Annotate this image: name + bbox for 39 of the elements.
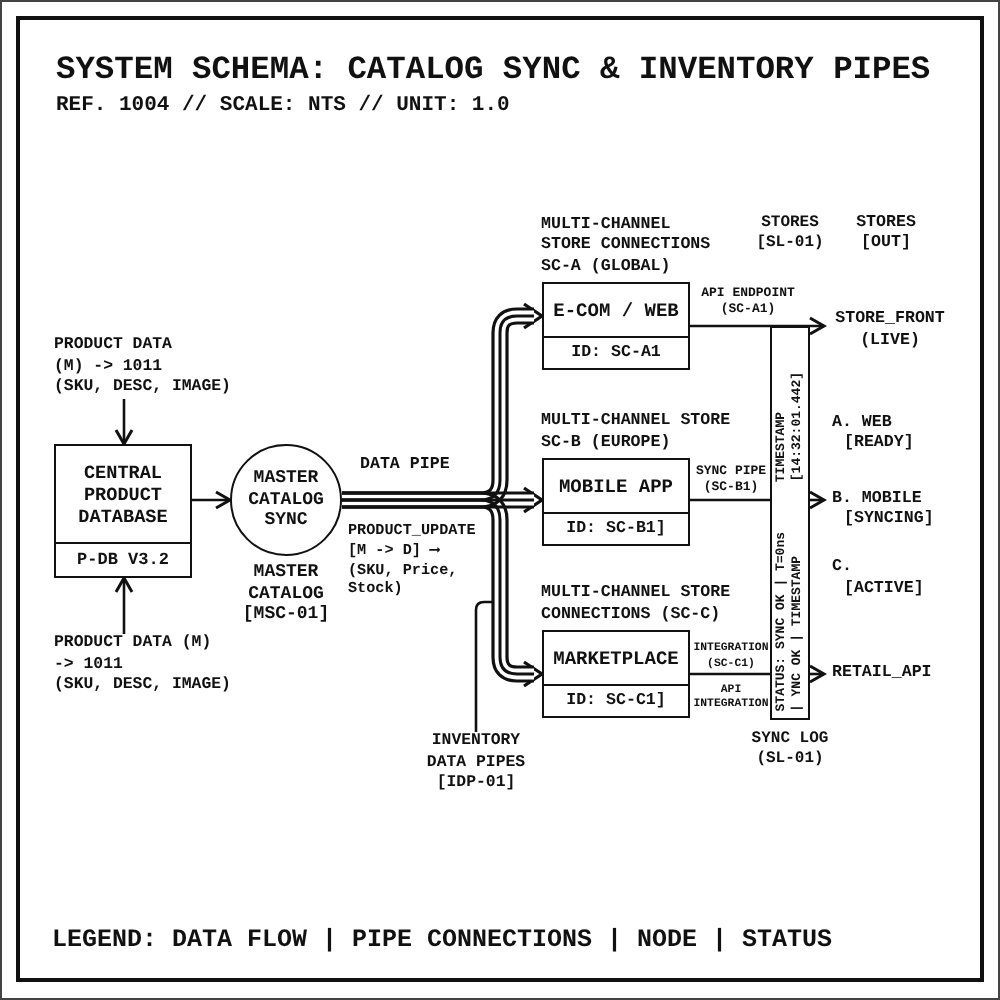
node-label: SYNC LOG (SL-01) bbox=[751, 730, 829, 770]
arrow bbox=[808, 490, 826, 510]
column-heading: STORES [SL-01) bbox=[754, 214, 826, 254]
leader-line bbox=[474, 600, 492, 732]
output-label: RETAIL_API bbox=[824, 664, 932, 685]
input-label: PRODUCT DATA (M) -> 1011 (SKU, DESC, IMAGE) bbox=[54, 634, 238, 697]
output-label: STORE_FRONT (LIVE) bbox=[824, 310, 948, 352]
callout-text: INVENTORY DATA PIPES [IDP-01] bbox=[416, 732, 536, 795]
arrow bbox=[690, 316, 826, 336]
box-heading: MULTI-CHANNEL STORE CONNECTIONS (SC-C) bbox=[541, 584, 731, 626]
subtitle: REF. 1004 // SCALE: NTS // UNIT: 1.0 bbox=[56, 94, 510, 118]
status-label: A. WEB [READY] bbox=[830, 413, 916, 455]
arrow bbox=[114, 576, 134, 634]
box-title: MARKETPLACE bbox=[553, 647, 679, 669]
arrow bbox=[114, 399, 134, 446]
input-label: PRODUCT DATA (M) -> 1011 (SKU, DESC, IMAGE) bbox=[54, 336, 238, 399]
edge-label: DATA PIPE bbox=[360, 456, 450, 476]
diagram-title: SYSTEM SCHEMA: CATALOG SYNC & INVENTORY PIPES bbox=[56, 52, 931, 88]
box-title: MOBILE APP bbox=[558, 475, 673, 497]
id-label: ID: SC-A1 bbox=[571, 343, 661, 363]
connector-line bbox=[690, 672, 770, 676]
box-title: E-COM / WEB bbox=[553, 299, 679, 321]
status-label: C. [ACTIVE] bbox=[830, 558, 926, 600]
legend-text: LEGEND: DATA FLOW | PIPE CONNECTIONS | NODE | STATUS bbox=[52, 926, 833, 956]
node-label: MASTER CATALOG [MSC-01] bbox=[242, 562, 330, 625]
connector-line bbox=[690, 498, 770, 502]
id-label: ID: SC-C1] bbox=[566, 691, 666, 711]
box-heading: MULTI-CHANNEL STORE SC-B (EUROPE) bbox=[541, 412, 731, 454]
output-label: B. MOBILE [SYNCING] bbox=[824, 489, 948, 531]
arrow bbox=[808, 664, 826, 684]
box-heading: MULTI-CHANNEL STORE CONNECTIONS SC-A (GLOBAL) bbox=[541, 216, 711, 278]
database-box bbox=[54, 444, 192, 578]
circle-label: MASTER CATALOG SYNC bbox=[248, 468, 324, 532]
box-title: CENTRAL PRODUCT DATABASE bbox=[78, 461, 168, 527]
column-heading: STORES [OUT] bbox=[854, 214, 918, 254]
pipe-arrow bbox=[342, 491, 544, 688]
version-label: P-DB V3.2 bbox=[77, 550, 169, 570]
id-label: ID: SC-B1] bbox=[566, 519, 666, 539]
arrow bbox=[192, 490, 232, 510]
